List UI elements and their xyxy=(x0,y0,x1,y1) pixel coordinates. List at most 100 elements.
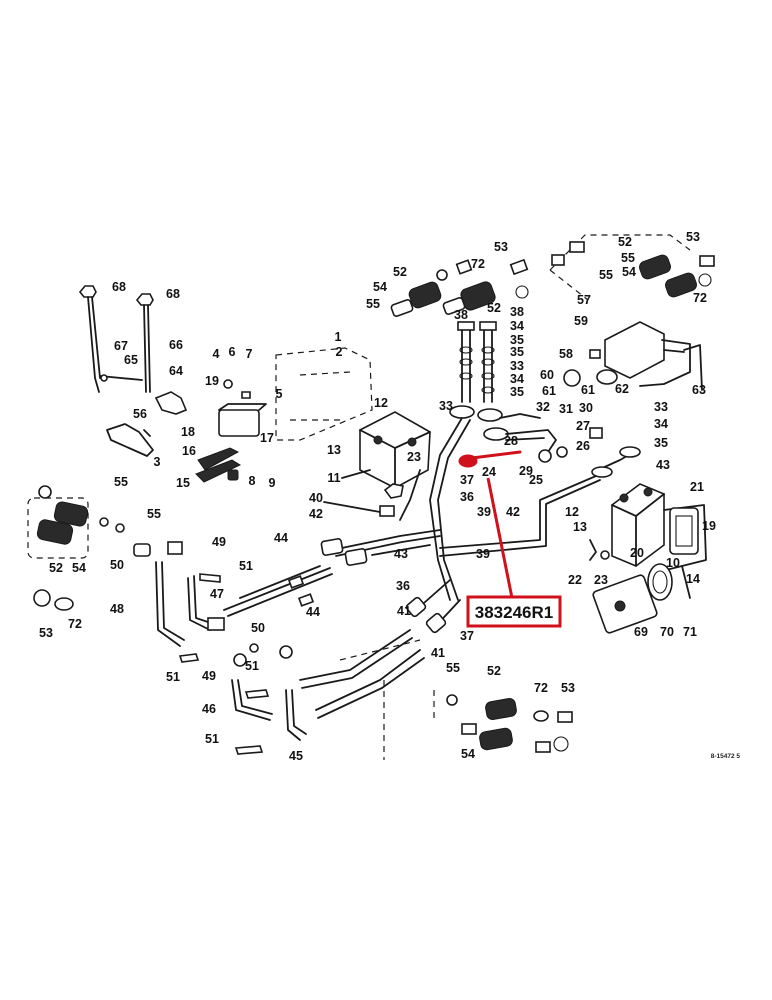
callout-4: 4 xyxy=(213,347,220,361)
drawing-artwork xyxy=(27,234,715,760)
callout-51: 51 xyxy=(166,670,180,684)
callout-11: 11 xyxy=(327,471,340,485)
callout-23: 23 xyxy=(594,573,608,587)
highlighted-part-24 xyxy=(458,450,522,599)
callout-38: 38 xyxy=(510,305,524,319)
callout-6: 6 xyxy=(229,345,236,359)
valve-housing xyxy=(195,347,373,483)
callout-19: 19 xyxy=(205,374,219,388)
callout-68: 68 xyxy=(112,280,126,294)
callout-66: 66 xyxy=(169,338,183,352)
callout-48: 48 xyxy=(110,602,124,616)
callout-42: 42 xyxy=(506,505,520,519)
callout-41: 41 xyxy=(431,646,445,660)
manifold-lines xyxy=(320,405,641,601)
callout-51: 51 xyxy=(239,559,253,573)
callout-59: 59 xyxy=(574,314,588,328)
callout-47: 47 xyxy=(210,587,224,601)
callout-53: 53 xyxy=(561,681,575,695)
coupler-group-top xyxy=(390,258,529,318)
callout-52: 52 xyxy=(487,664,501,678)
callout-13: 13 xyxy=(327,443,341,457)
callout-39: 39 xyxy=(477,505,491,519)
callout-55: 55 xyxy=(599,268,613,282)
callout-23: 23 xyxy=(407,450,421,464)
callout-51: 51 xyxy=(245,659,259,673)
highlighted-part-tube xyxy=(470,450,522,460)
callout-34: 34 xyxy=(654,417,668,431)
callout-30: 30 xyxy=(579,401,593,415)
control-valve-12 xyxy=(341,411,431,499)
callout-49: 49 xyxy=(212,535,226,549)
callout-58: 58 xyxy=(559,347,573,361)
callout-54: 54 xyxy=(622,265,636,279)
callout-72: 72 xyxy=(68,617,82,631)
callout-32: 32 xyxy=(536,400,550,414)
callout-13: 13 xyxy=(573,520,587,534)
callout-54: 54 xyxy=(373,280,387,294)
callout-22: 22 xyxy=(568,573,582,587)
callout-53: 53 xyxy=(494,240,508,254)
callout-34: 34 xyxy=(510,372,524,386)
callout-19: 19 xyxy=(702,519,716,533)
callout-18: 18 xyxy=(181,425,195,439)
callout-33: 33 xyxy=(510,359,524,373)
callout-43: 43 xyxy=(394,547,408,561)
callout-37: 37 xyxy=(460,629,474,643)
callout-29: 29 xyxy=(519,464,533,478)
callout-3: 3 xyxy=(154,455,161,469)
callout-36: 36 xyxy=(396,579,410,593)
callout-52: 52 xyxy=(618,235,632,249)
callout-26: 26 xyxy=(576,439,590,453)
drawing-reference: 8-15472 5 xyxy=(711,753,741,760)
callout-39: 39 xyxy=(476,547,490,561)
callout-35: 35 xyxy=(654,436,668,450)
callout-53: 53 xyxy=(39,626,53,640)
callout-15: 15 xyxy=(176,476,190,490)
callout-36: 36 xyxy=(460,490,474,504)
callout-2: 2 xyxy=(336,345,343,359)
callout-35: 35 xyxy=(510,385,524,399)
callout-64: 64 xyxy=(169,364,183,378)
control-lever-left xyxy=(78,285,188,457)
callout-16: 16 xyxy=(182,444,196,458)
callout-53: 53 xyxy=(686,230,700,244)
callout-50: 50 xyxy=(251,621,265,635)
callout-55: 55 xyxy=(366,297,380,311)
callout-12: 12 xyxy=(374,396,388,410)
callout-55: 55 xyxy=(147,507,161,521)
callout-35: 35 xyxy=(510,333,524,347)
part-number-box xyxy=(466,595,562,628)
relief-valve-stack xyxy=(457,321,497,403)
part-number-label[interactable]: 383246R1 xyxy=(466,595,562,628)
callout-56: 56 xyxy=(133,407,147,421)
coupler-group-bottom xyxy=(446,694,573,753)
callout-46: 46 xyxy=(202,702,216,716)
callout-60: 60 xyxy=(540,368,554,382)
callout-50: 50 xyxy=(110,558,124,572)
callout-55: 55 xyxy=(114,475,128,489)
callout-72: 72 xyxy=(693,291,707,305)
callout-65: 65 xyxy=(124,353,138,367)
callout-34: 34 xyxy=(510,319,524,333)
coupler-group-left xyxy=(27,485,333,647)
callout-17: 17 xyxy=(260,431,274,445)
callout-1: 1 xyxy=(335,330,342,344)
lower-tubes xyxy=(178,579,461,760)
callout-71: 71 xyxy=(683,625,697,639)
callout-70: 70 xyxy=(660,625,674,639)
callout-44: 44 xyxy=(306,605,320,619)
callout-8: 8 xyxy=(249,474,256,488)
callout-72: 72 xyxy=(534,681,548,695)
callout-10: 10 xyxy=(666,556,680,570)
callout-49: 49 xyxy=(202,669,216,683)
callout-67: 67 xyxy=(114,339,128,353)
callout-52: 52 xyxy=(49,561,63,575)
callout-7: 7 xyxy=(246,347,253,361)
callout-63: 63 xyxy=(692,383,706,397)
callout-69: 69 xyxy=(634,625,648,639)
callout-35: 35 xyxy=(510,345,524,359)
callout-72: 72 xyxy=(471,257,485,271)
callout-33: 33 xyxy=(654,400,668,414)
